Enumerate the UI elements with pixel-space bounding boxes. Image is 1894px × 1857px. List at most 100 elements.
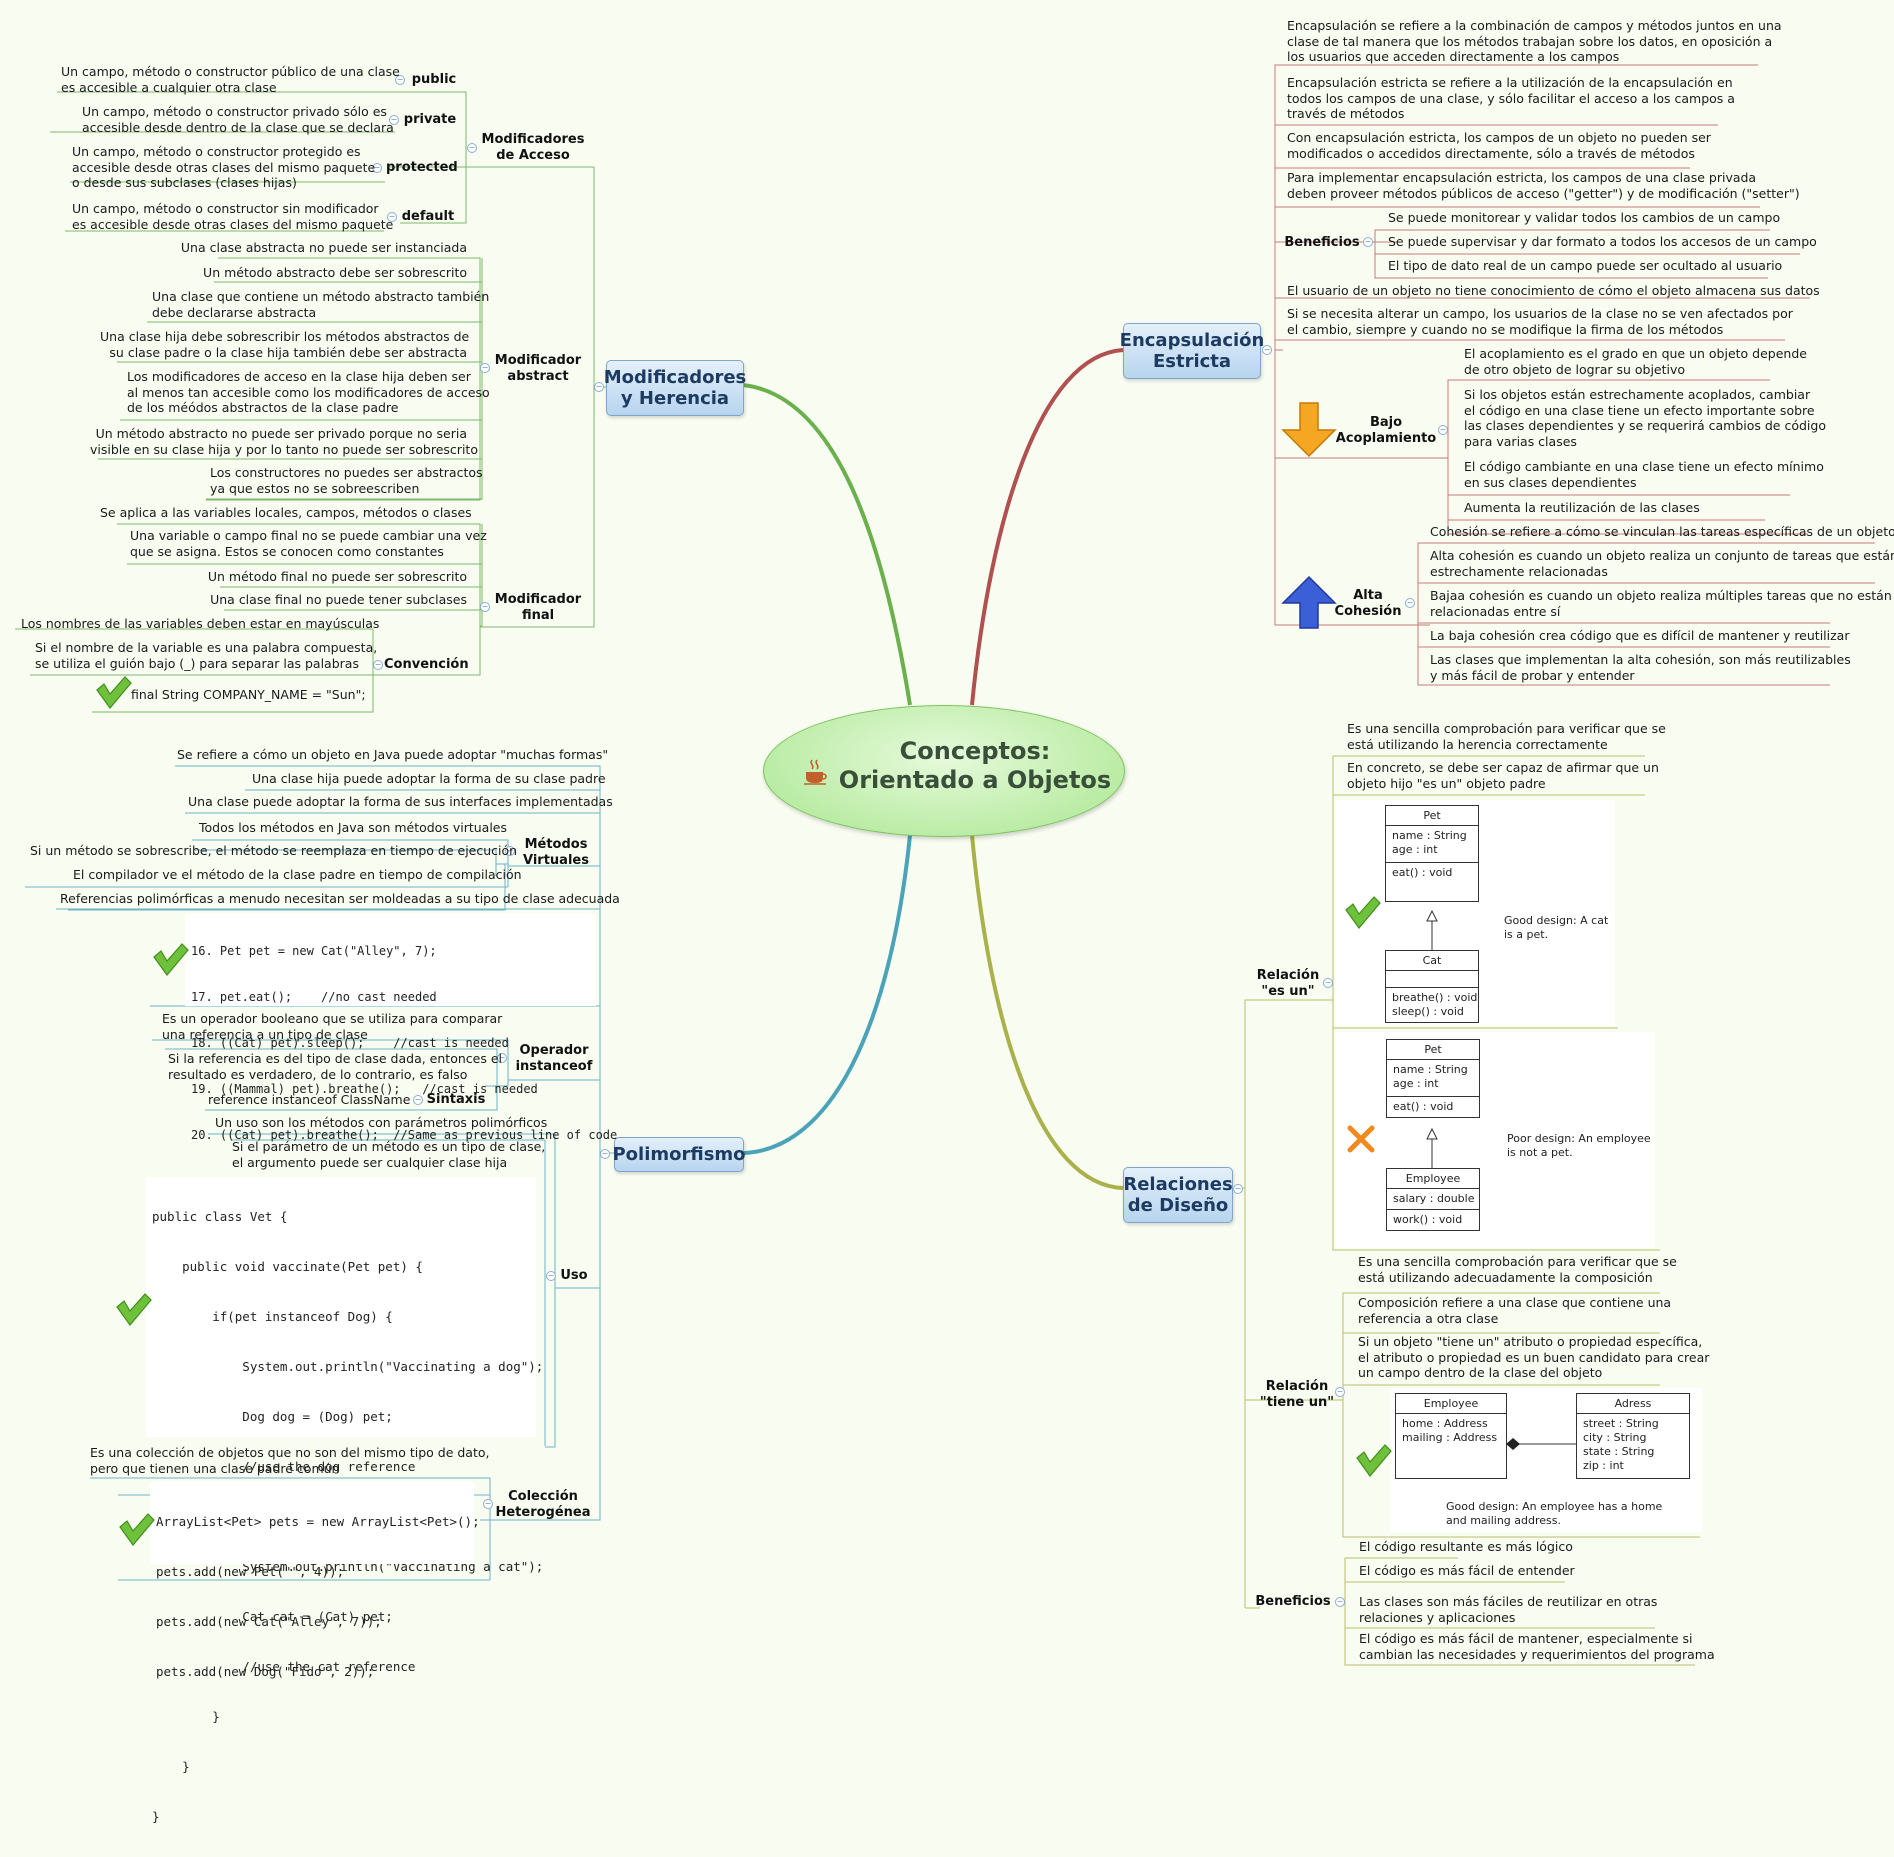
code-line: ArrayList<Pet> pets = new ArrayList<Pet>…	[156, 1514, 480, 1529]
topic-modificadores[interactable]: Modificadores y Herencia	[604, 360, 746, 416]
collapse-toggle[interactable]: −	[1233, 1184, 1243, 1194]
check-icon	[1356, 1444, 1392, 1477]
collapse-toggle[interactable]: −	[546, 1271, 556, 1281]
collapse-toggle[interactable]: −	[480, 363, 490, 373]
label-metodos-virtuales[interactable]: Métodos Virtuales	[523, 837, 589, 868]
bajo-item: El acoplamiento es el grado en que un ob…	[1464, 346, 1807, 377]
uml-class-employee: Employee home : Address mailing : Addres…	[1395, 1393, 1507, 1479]
collapse-toggle[interactable]: −	[1438, 425, 1448, 435]
code-line: Cat cat = (Cat) pet;	[152, 1609, 393, 1624]
label-coleccion-heterogenea[interactable]: Colección Heterogénea	[495, 1489, 591, 1520]
label-beneficios-relaciones[interactable]: Beneficios	[1255, 1594, 1331, 1609]
label-bajo-acoplamiento[interactable]: Bajo Acoplamiento	[1335, 415, 1437, 446]
bajo-item: El código cambiante en una clase tiene u…	[1464, 459, 1824, 490]
label-sintaxis[interactable]: Sintaxis	[426, 1092, 486, 1107]
collapse-toggle[interactable]: −	[594, 382, 604, 392]
collapse-toggle[interactable]: −	[1262, 345, 1272, 355]
label-uso[interactable]: Uso	[560, 1268, 588, 1283]
encap-item: Con encapsulación estricta, los campos d…	[1287, 130, 1711, 161]
abstract-item: Una clase abstracta no puede ser instanc…	[180, 240, 467, 255]
label-modificadores-acceso[interactable]: Modificadores de Acceso	[481, 132, 585, 163]
uml-class-name: Cat	[1386, 951, 1478, 971]
code-line: 17. pet.eat(); //no cast needed	[191, 990, 437, 1004]
beneficio-item: Se puede monitorear y validar todos los …	[1388, 210, 1781, 225]
collapse-toggle[interactable]: −	[1405, 598, 1415, 608]
final-item: Un método final no puede ser sobrescrito	[207, 569, 467, 584]
abstract-item: Los modificadores de acceso en la clase …	[127, 369, 490, 415]
rel-beneficio-item: Las clases son más fáciles de reutilizar…	[1359, 1594, 1658, 1625]
label-public[interactable]: public	[411, 72, 457, 87]
text-default: Un campo, método o constructor sin modif…	[72, 201, 394, 232]
encap-extra: El usuario de un objeto no tiene conocim…	[1287, 283, 1820, 298]
topic-relaciones[interactable]: Relaciones de Diseño	[1123, 1167, 1233, 1223]
encap-extra: Si se necesita alterar un campo, los usu…	[1287, 306, 1793, 337]
collapse-toggle[interactable]: −	[1323, 978, 1333, 988]
label-modificador-abstract[interactable]: Modificador abstract	[494, 353, 582, 384]
poli-intro: Una clase puede adoptar la forma de sus …	[188, 794, 613, 809]
code-line: 20. ((Cat) pet).breathe(); //Same as pre…	[191, 1128, 618, 1142]
coleccion-text: Es una colección de objetos que no son d…	[90, 1445, 490, 1476]
topic-encapsulacion[interactable]: Encapsulación Estricta	[1120, 323, 1264, 379]
label-alta-cohesion[interactable]: Alta Cohesión	[1334, 588, 1402, 619]
topic-polimorfismo[interactable]: Polimorfismo	[612, 1137, 746, 1172]
central-topic[interactable]	[763, 705, 1125, 837]
metodos-item: Si un método se sobrescribe, el método s…	[30, 843, 518, 858]
code-line: //use the cat reference	[152, 1659, 416, 1674]
uml-class-name: Pet	[1386, 806, 1478, 826]
collapse-toggle[interactable]: −	[467, 143, 477, 153]
abstract-item: Una clase que contiene un método abstrac…	[152, 289, 490, 320]
cast-code-block: 16. Pet pet = new Cat("Alley", 7); 17. p…	[185, 914, 617, 1142]
label-operador-instanceof[interactable]: Operador instanceof	[515, 1043, 593, 1074]
collapse-toggle[interactable]: −	[483, 1499, 493, 1509]
code-line: if(pet instanceof Dog) {	[152, 1309, 393, 1324]
label-relacion-tiene-un[interactable]: Relación "tiene un"	[1259, 1379, 1335, 1410]
code-line: 19. ((Mammal) pet).breathe(); //cast is …	[191, 1082, 538, 1096]
rel-beneficio-item: El código resultante es más lógico	[1359, 1539, 1573, 1554]
final-item: Se aplica a las variables locales, campo…	[100, 505, 472, 520]
collapse-toggle[interactable]: −	[600, 1149, 610, 1159]
code-line: System.out.println("Vaccinating a dog");	[152, 1359, 544, 1374]
collapse-toggle[interactable]: −	[505, 846, 515, 856]
collapse-toggle[interactable]: −	[395, 75, 405, 85]
abstract-item: Una clase hija debe sobrescribir los mét…	[100, 329, 470, 360]
collapse-toggle[interactable]: −	[1335, 1387, 1345, 1397]
label-default[interactable]: default	[401, 209, 455, 224]
label-protected[interactable]: protected	[386, 160, 458, 175]
label-beneficios-encap[interactable]: Beneficios	[1284, 235, 1360, 250]
collapse-toggle[interactable]: −	[387, 212, 397, 222]
uml-class-name: Pet	[1387, 1040, 1479, 1060]
collapse-toggle[interactable]: −	[1335, 1597, 1345, 1607]
uml-class-fields: name : String age : int	[1386, 826, 1478, 863]
label-modificador-final[interactable]: Modificador final	[494, 592, 582, 623]
collapse-toggle[interactable]: −	[372, 163, 382, 173]
collapse-toggle[interactable]: −	[497, 1053, 507, 1063]
uml-class-methods: eat() : void	[1393, 1100, 1454, 1113]
abstract-item: Un método abstracto no puede ser privado…	[90, 426, 478, 457]
branch-relaciones	[970, 834, 1124, 1190]
uml-class-methods: breathe() : void sleep() : void	[1392, 991, 1478, 1018]
uml-class-cat: Cat breathe() : void sleep() : void	[1385, 950, 1479, 1023]
collapse-toggle[interactable]: −	[1363, 237, 1373, 247]
uml-class-employee: Employee salary : double work() : void	[1386, 1168, 1480, 1231]
poli-intro: Se refiere a cómo un objeto en Java pued…	[177, 747, 609, 762]
label-convencion[interactable]: Convención	[384, 657, 469, 672]
instanceof-item: Es un operador booleano que se utiliza p…	[162, 1011, 503, 1042]
collapse-toggle[interactable]: −	[373, 660, 383, 670]
collapse-toggle[interactable]: −	[389, 115, 399, 125]
alta-item: Las clases que implementan la alta cohes…	[1430, 652, 1851, 683]
metodos-item: El compilador ve el método de la clase p…	[73, 867, 522, 882]
tieneun-item: Si un objeto "tiene un" atributo o propi…	[1358, 1334, 1710, 1380]
rel-beneficio-item: El código es más fácil de mantener, espe…	[1359, 1631, 1715, 1662]
convencion-code: final String COMPANY_NAME = "Sun";	[131, 687, 366, 702]
text-private: Un campo, método o constructor privado s…	[82, 104, 394, 135]
collapse-toggle[interactable]: −	[480, 602, 490, 612]
alta-item: Bajaa cohesión es cuando un objeto reali…	[1430, 588, 1892, 619]
code-line: 16. Pet pet = new Cat("Alley", 7);	[191, 944, 437, 958]
down-arrow-icon	[1281, 402, 1337, 458]
label-relacion-es-un[interactable]: Relación "es un"	[1256, 968, 1320, 999]
collapse-toggle[interactable]: −	[413, 1095, 423, 1105]
uml-connectors	[96, 676, 1576, 1546]
label-private[interactable]: private	[403, 112, 457, 127]
rel-beneficio-item: El código es más fácil de entender	[1359, 1563, 1575, 1578]
uml-note-poor: Poor design: An employee is not a pet.	[1507, 1132, 1651, 1159]
